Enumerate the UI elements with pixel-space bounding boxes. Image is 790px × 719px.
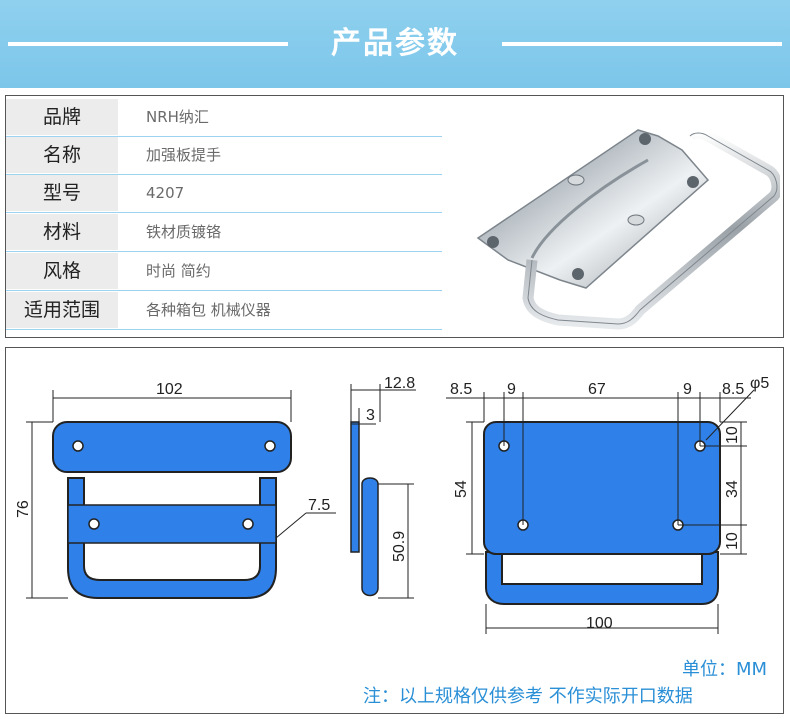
- back-view: [446, 389, 755, 634]
- parameter-section: 品牌 NRH纳汇 名称 加强板提手 型号 4207 材料 铁材质镀铬 风格 时尚…: [5, 95, 784, 338]
- param-value: 铁材质镀铬: [146, 223, 222, 241]
- dim-side-thickness: 3: [366, 407, 375, 424]
- param-value: 时尚 简约: [146, 262, 211, 280]
- dim-back-top-2: 67: [588, 381, 606, 398]
- param-value: 各种箱包 机械仪器: [146, 301, 271, 319]
- param-row-brand: 品牌 NRH纳汇: [6, 99, 442, 137]
- dim-back-left-height: 54: [453, 480, 470, 498]
- dim-back-top-3: 9: [683, 381, 692, 398]
- param-row-material: 材料 铁材质镀铬: [6, 214, 442, 252]
- header-banner: 产品参数: [0, 0, 790, 88]
- dim-back-right-2: 10: [724, 532, 741, 550]
- dim-back-bottom: 100: [586, 615, 613, 632]
- dim-front-width: 102: [156, 381, 183, 398]
- header-line-left: [8, 42, 288, 46]
- page-title: 产品参数: [331, 26, 459, 61]
- param-value: 4207: [146, 184, 185, 202]
- param-label: 型号: [6, 175, 118, 211]
- side-view: [350, 384, 416, 599]
- product-photo: [476, 127, 780, 330]
- param-label: 风格: [6, 253, 118, 289]
- dim-side-height: 50.9: [391, 531, 408, 562]
- dim-back-top-0: 8.5: [450, 381, 472, 398]
- param-row-usage: 适用范围 各种箱包 机械仪器: [6, 292, 442, 330]
- drawing-canvas: 102 76 7.5 12.8 3 50.9: [15, 375, 769, 634]
- dim-back-top-4: 8.5: [722, 381, 744, 398]
- param-row-model: 型号 4207: [6, 175, 442, 213]
- unit-note: 单位：MM: [682, 659, 768, 680]
- dim-back-right-0: 10: [724, 426, 741, 444]
- param-row-name: 名称 加强板提手: [6, 137, 442, 175]
- param-label: 名称: [6, 137, 118, 173]
- dimension-drawing: 102 76 7.5 12.8 3 50.9: [5, 347, 784, 714]
- dim-front-offset: 7.5: [308, 497, 330, 514]
- front-view: [26, 390, 336, 599]
- param-label: 材料: [6, 214, 118, 250]
- param-label: 适用范围: [6, 292, 118, 328]
- dim-back-right-1: 34: [724, 480, 741, 498]
- param-value: 加强板提手: [146, 146, 222, 164]
- dim-side-top: 12.8: [384, 375, 415, 392]
- param-row-style: 风格 时尚 简约: [6, 253, 442, 291]
- disclaimer-note: 注：以上规格仅供参考 不作实际开口数据: [363, 686, 693, 707]
- param-label: 品牌: [6, 99, 118, 135]
- dim-back-top-1: 9: [507, 381, 516, 398]
- header-line-right: [502, 42, 782, 46]
- dim-back-hole: φ5: [750, 375, 769, 392]
- dim-front-height: 76: [15, 500, 32, 518]
- param-value: NRH纳汇: [146, 108, 209, 126]
